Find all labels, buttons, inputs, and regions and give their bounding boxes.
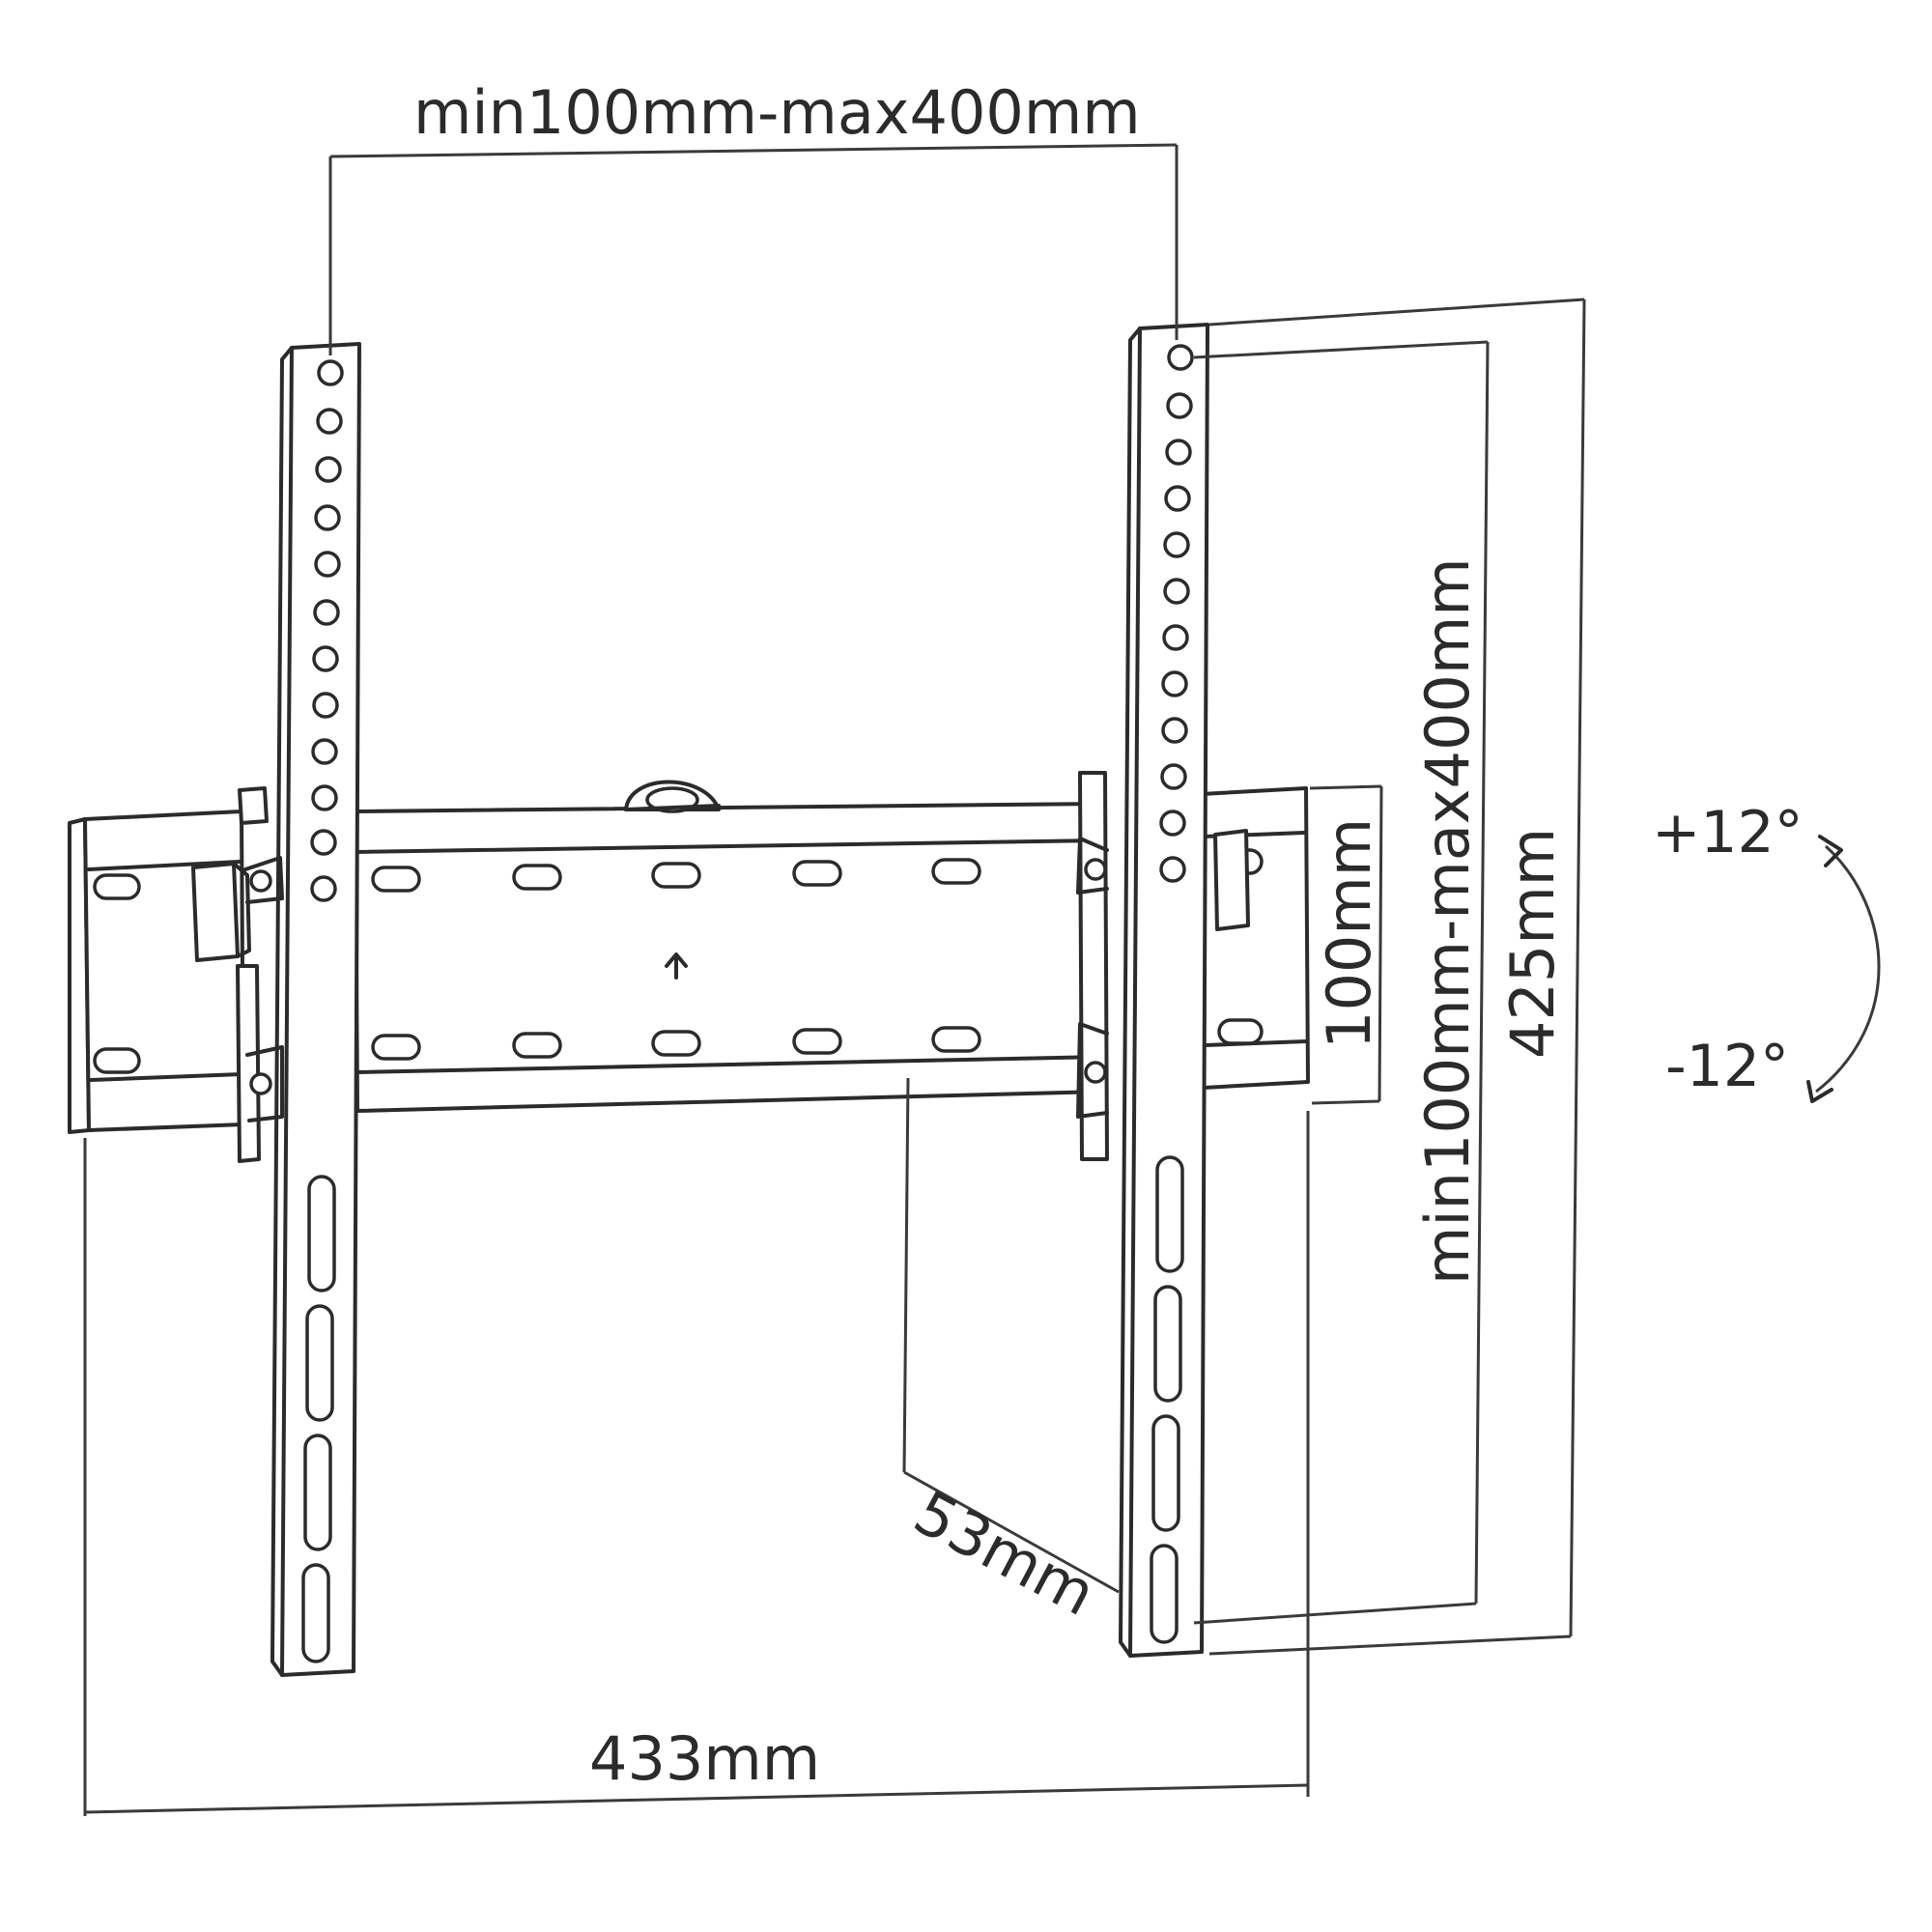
- depth-label: 53mm: [903, 1477, 1107, 1630]
- total-height-label: 425mm: [1497, 828, 1568, 1059]
- left-tv-arm: [270, 342, 361, 1677]
- bracket-height-label: 100mm: [1314, 818, 1384, 1049]
- wall-plate-slots: [93, 848, 1264, 1074]
- tilt-down-label: -12°: [1665, 1033, 1789, 1100]
- dimension-lines: [83, 143, 1881, 1816]
- tilt-up-label: +12°: [1652, 799, 1804, 867]
- tilt-knobs: [191, 771, 1250, 1163]
- inner-height-label: min100mm-max400mm: [1412, 557, 1483, 1285]
- right-tv-arm: [1119, 323, 1209, 1658]
- top-width-label: min100mm-max400mm: [413, 77, 1141, 148]
- total-width-label: 433mm: [589, 1723, 820, 1794]
